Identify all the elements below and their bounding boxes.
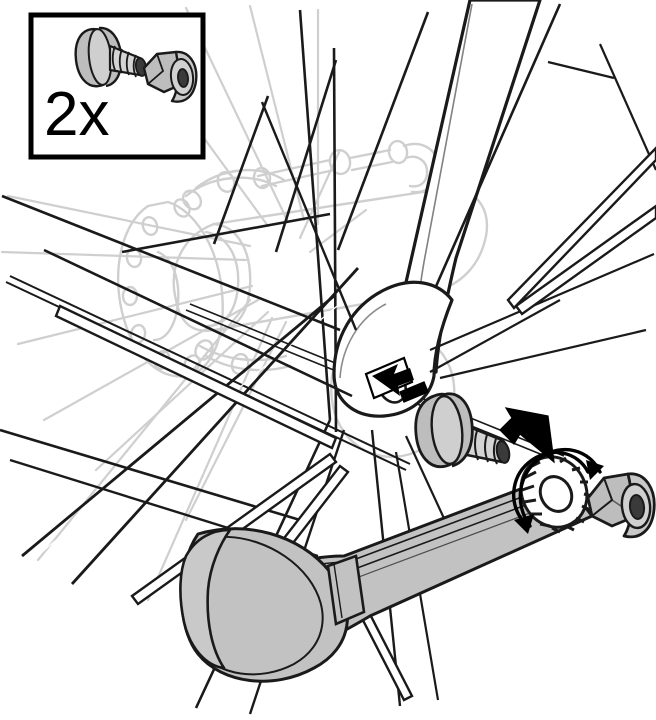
fender-mounting-eyelet — [519, 455, 593, 534]
hub-lever-ghost — [181, 139, 440, 211]
insert-arrow-bolt — [499, 407, 555, 464]
fender-end-cap — [179, 527, 366, 683]
rotate-arrow-head — [514, 460, 604, 534]
parts-box-bolt — [74, 26, 148, 88]
assembly-hex-nut — [586, 472, 656, 539]
bolt-head — [414, 392, 474, 469]
parts-box-nut — [142, 50, 198, 103]
wheel-spokes-ghost — [0, 4, 368, 602]
wheel-spokes-mid — [121, 3, 562, 433]
parts-quantity-label: 2x — [44, 80, 109, 149]
assembly-bolt — [414, 392, 511, 469]
parts-box: 2x — [28, 12, 206, 160]
insert-arrow-dropout — [364, 356, 429, 403]
rotate-arrow-tighten — [512, 447, 602, 528]
